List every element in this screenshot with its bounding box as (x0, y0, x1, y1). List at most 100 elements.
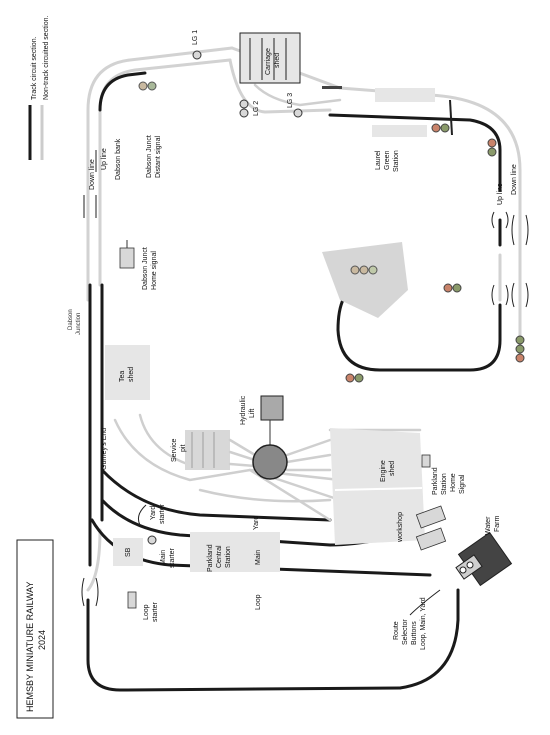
inner-loop-platform-group (322, 242, 525, 383)
laurel-signal-lamp-2 (440, 123, 450, 133)
up-line-right-label: Up line (497, 183, 504, 205)
tea-shed-group: Tea shed (105, 345, 150, 400)
main-starter-signal-icon (147, 535, 157, 545)
legend-non-track-label: Non-track circuited section. (43, 16, 50, 100)
yard-siding (198, 488, 332, 503)
distant-signal-lamp-1 (138, 81, 148, 91)
engine-shed (330, 428, 425, 545)
shed-divider (334, 487, 423, 491)
hydraulic-label-2: Lift (249, 409, 256, 418)
inner-loop-lamp-2 (359, 265, 369, 275)
lg2-signal-icon-b (239, 108, 249, 118)
lg-buffer (322, 86, 342, 89)
gurneys-end-siding (113, 418, 252, 482)
turntable (252, 444, 288, 480)
up-line-bracket (491, 211, 509, 229)
title-frame (16, 539, 54, 719)
legend: Track circuit section. Non-track circuit… (28, 16, 50, 160)
dabson-bank-label: Dabson bank (115, 138, 122, 180)
loop-starter-label-2: starter (152, 601, 159, 622)
carriage-shed-group: Carriage shed (239, 32, 342, 107)
laurel-green-group: Laurel Green Station (372, 88, 497, 172)
up-line-bracket-2 (491, 284, 509, 306)
main-starter-label-1: Main (160, 550, 167, 565)
laurel-signal-lamp-1 (431, 123, 441, 133)
carriage-shed-label-2: shed (274, 53, 281, 68)
water-farm-label-2: Farm (494, 516, 501, 533)
parkland-home-label-2: Station (441, 473, 448, 495)
signal-box (113, 538, 143, 566)
tea-shed (105, 345, 150, 400)
hydraulic-label-1: Hydraulic (240, 395, 247, 425)
lg3-label: LG 3 (287, 93, 294, 108)
legend-track-circuit-label: Track circuit section. (31, 36, 38, 100)
hydraulic-lift-group: Hydraulic Lift (240, 395, 284, 445)
top-left-curve-track (98, 71, 147, 112)
main-label: Main (255, 550, 262, 565)
laurel-label-1: Laurel (375, 150, 382, 170)
route-label-2: Selector (402, 619, 409, 645)
up-line-left-label: Up line (101, 148, 108, 170)
laurel-up-signal-1 (487, 138, 497, 148)
service-pit-label-2: pit (180, 445, 187, 452)
tea-shed-label-1: Tea (119, 371, 126, 382)
inner-right-loop-track (336, 283, 502, 372)
loop-label: Loop (255, 594, 262, 610)
parkland-central-platform (190, 532, 280, 572)
left-line-markers (83, 150, 97, 218)
tea-shed-label-2: shed (128, 367, 135, 382)
service-pit-group: Service pit (171, 430, 332, 480)
parkland-home-label-3: Home (450, 473, 457, 492)
route-label-4: Loop, Main, Yard (420, 597, 427, 650)
left-bottom-nontrack (86, 528, 102, 592)
yard-label: Yard (253, 516, 260, 530)
dabson-distant-label-2: Distant signal (155, 136, 162, 178)
dabson-junction-label-2: Junction (76, 313, 82, 335)
carriage-shed-label-1: Carriage (265, 48, 272, 75)
laurel-green-track (328, 113, 502, 192)
right-signal-3 (515, 353, 525, 363)
parkland-signal-cluster-2 (415, 527, 447, 551)
title-line2: 2024 (37, 630, 47, 650)
laurel-green-platform-2 (372, 125, 427, 137)
parkland-central-label-1: Parkland (207, 544, 214, 572)
dabson-home-group: Dabson Junct Home signal (119, 240, 158, 290)
down-line-bracket (511, 214, 529, 246)
dabson-junction-label-1: Dabson (68, 309, 74, 330)
loop-starter-label-1: Loop (143, 604, 150, 620)
parkland-home-group: Parkland Station Home Signal (415, 454, 466, 551)
inner-loop-signal-2 (452, 283, 462, 293)
water-farm-label-1: Water (485, 516, 492, 535)
loop-starter-signal-icon (127, 591, 137, 609)
hydraulic-lift (260, 395, 284, 421)
parkland-central-label-3: Station (225, 546, 232, 568)
route-button-loop[interactable] (459, 566, 467, 574)
lg2-signal-icon (239, 99, 249, 109)
down-line-right-label: Down line (511, 164, 518, 195)
lg1-label: LG 1 (192, 30, 199, 45)
inner-loop-signal-1 (443, 283, 453, 293)
left-down-line-nontrack (86, 46, 234, 302)
parkland-signal-cluster-1 (415, 505, 447, 529)
parkland-home-label-1: Parkland (432, 467, 439, 495)
gurneys-end-label: Gurney's End (101, 428, 108, 470)
inner-loop-signal-4 (354, 373, 364, 383)
title-box: HEMSBY MINIATURE RAILWAY 2024 (16, 539, 54, 719)
laurel-label-2: Green (384, 150, 391, 170)
water-farm-group: Water Farm Route Selector Buttons Loop, … (393, 516, 513, 650)
carriage-approach (253, 83, 342, 107)
yard-starter-pointer (138, 504, 147, 526)
dabson-home-signal-icon (119, 247, 135, 269)
route-button-main[interactable] (466, 561, 474, 569)
down-line-left-label: Down line (89, 159, 96, 190)
route-pointer (409, 589, 441, 616)
engine-shed-group: Engine shed workshop (330, 428, 425, 545)
laurel-signal-post (449, 99, 453, 136)
bottom-loop-track (86, 598, 402, 692)
dabson-home-label-1: Dabson Junct (142, 247, 149, 290)
title-line1: HEMSBY MINIATURE RAILWAY (25, 581, 35, 712)
right-signal-1 (515, 335, 525, 345)
parkland-home-signal-icon (421, 454, 431, 468)
lg-signals: LG 1 LG 2 LG 3 (192, 30, 342, 118)
laurel-green-platform (375, 88, 435, 102)
